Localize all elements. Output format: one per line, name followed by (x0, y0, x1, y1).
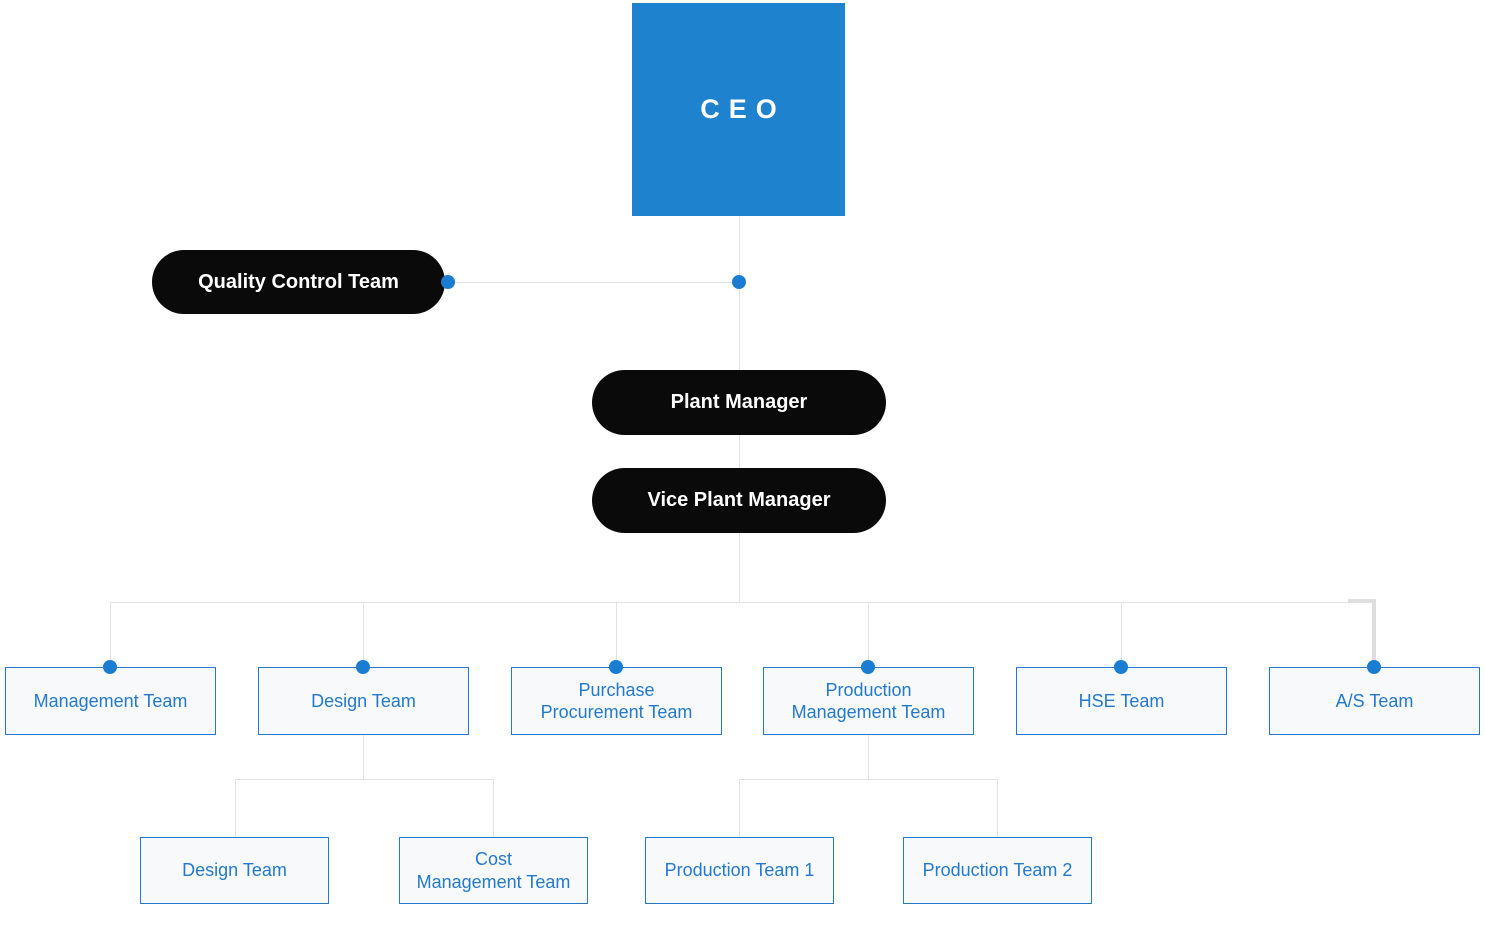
dot-hse-team (1114, 660, 1128, 674)
dot-purchase-team (609, 660, 623, 674)
dot-management-team (103, 660, 117, 674)
subteam-label: Design Team (182, 860, 287, 881)
quality-control-label: Quality Control Team (198, 270, 399, 293)
dot-design-team (356, 660, 370, 674)
team-label-line1: Production (825, 679, 912, 700)
node-vice-plant-manager: Vice Plant Manager (592, 468, 886, 533)
node-production-management-team: Production Management Team (763, 667, 974, 735)
node-design-subteam: Design Team (140, 837, 329, 904)
connector-drop-cost-management (493, 779, 494, 837)
node-management-team: Management Team (5, 667, 216, 735)
node-production-team-1: Production Team 1 (645, 837, 834, 904)
connector-drop-production-mgmt (868, 602, 869, 667)
team-label-line2: Management Team (791, 702, 946, 722)
node-purchase-procurement-team: Purchase Procurement Team (511, 667, 722, 735)
team-label: HSE Team (1078, 690, 1165, 711)
connector-drop-management (110, 602, 111, 667)
connector-production-down (868, 735, 869, 779)
subteam-label: Production Team 2 (922, 860, 1073, 881)
subteam-label: Production Team 1 (664, 860, 815, 881)
connector-drop-production-1 (739, 779, 740, 837)
connector-as-elbow-horizontal (1348, 599, 1376, 603)
node-production-team-2: Production Team 2 (903, 837, 1092, 904)
dot-as-team (1367, 660, 1381, 674)
dot-production-mgmt-team (861, 660, 875, 674)
connector-drop-production-2 (997, 779, 998, 837)
node-plant-manager: Plant Manager (592, 370, 886, 435)
node-hse-team: HSE Team (1016, 667, 1227, 735)
node-cost-management-team: Cost Management Team (399, 837, 588, 904)
connector-drop-hse (1121, 602, 1122, 667)
connector-branch-horizontal (110, 602, 1374, 603)
team-label-line1: Purchase (578, 679, 655, 700)
team-label-line2: Procurement Team (540, 702, 693, 722)
subteam-label-line1: Cost (474, 849, 512, 869)
connector-drop-design (363, 602, 364, 667)
node-design-team: Design Team (258, 667, 469, 735)
plant-manager-label: Plant Manager (670, 391, 808, 413)
node-quality-control-team: Quality Control Team (152, 250, 445, 314)
connector-design-horizontal (235, 779, 493, 780)
ceo-label: CEO (700, 94, 786, 124)
team-label: A/S Team (1335, 690, 1414, 711)
connector-design-down (363, 735, 364, 779)
connector-as-elbow-vertical (1372, 599, 1376, 667)
subteam-label-line2: Management Team (416, 871, 571, 892)
team-label: Management Team (33, 690, 188, 711)
node-ceo: CEO (632, 3, 845, 216)
node-as-team: A/S Team (1269, 667, 1480, 735)
vice-plant-manager-label: Vice Plant Manager (647, 489, 831, 511)
connector-quality-control (448, 282, 740, 283)
dot-trunk-junction (732, 275, 746, 289)
connector-drop-purchase (616, 602, 617, 667)
connector-production-horizontal (739, 779, 997, 780)
dot-quality-control (441, 275, 455, 289)
connector-drop-design-team (235, 779, 236, 837)
team-label: Design Team (311, 690, 416, 711)
